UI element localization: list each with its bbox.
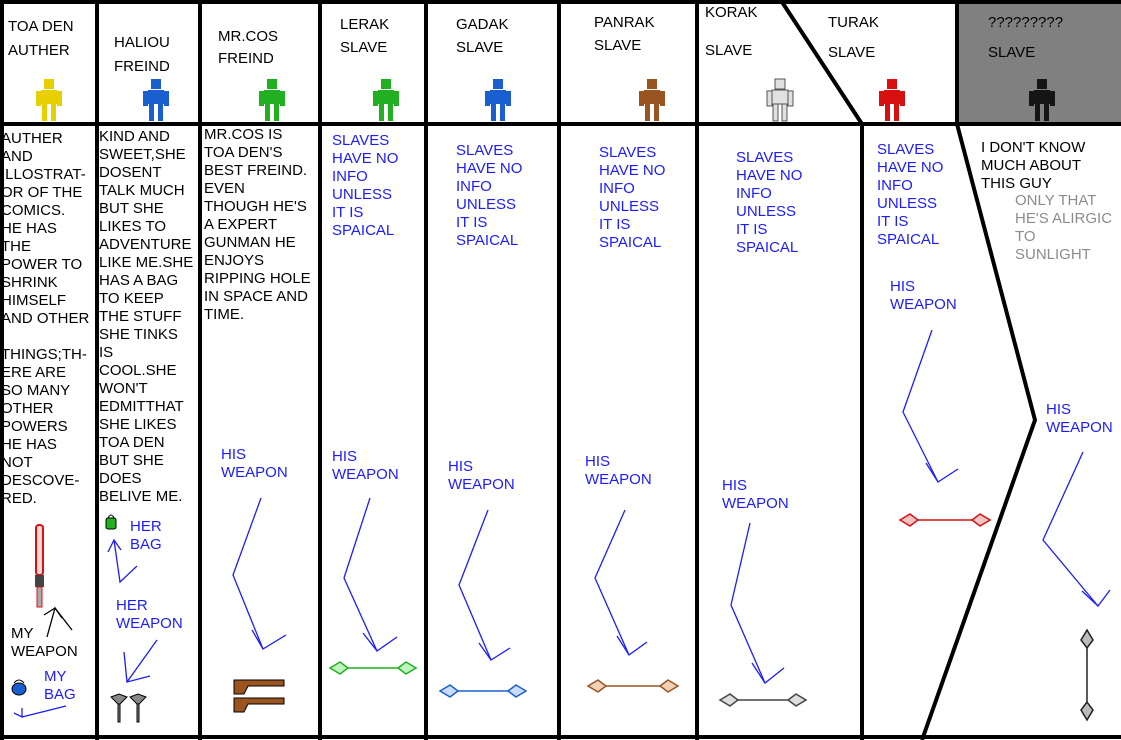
arrow-unknown — [1042, 451, 1111, 607]
arrow-lerak — [343, 497, 398, 652]
arrow-toa-den — [43, 606, 73, 638]
character-figure-toa-den — [36, 79, 62, 121]
info-haliou: KIND AND SWEET,SHE DOSENT TALK MUCH BUT … — [99, 128, 194, 505]
header-unknown: ????????? SLAVE — [988, 14, 1064, 61]
staff-weapon-lerak — [328, 661, 418, 675]
info-mr-cos: MR.COS IS TOA DEN'S BEST FREIND. EVEN TH… — [204, 126, 311, 323]
bag-item-toa-den — [11, 679, 27, 696]
staff-weapon-gadak — [438, 684, 528, 698]
arrow-panrak — [594, 509, 648, 656]
bag-label-haliou: HER BAG — [130, 518, 162, 553]
arrow-turak — [902, 329, 959, 483]
weapon-label-turak: HIS WEAPON — [890, 278, 957, 313]
arrow-korak — [730, 522, 785, 684]
header-toa-den: TOA DEN AUTHER — [8, 18, 74, 59]
figure-body — [36, 79, 62, 121]
lightsaber-weapon — [35, 524, 44, 608]
arrow-mr-cos — [232, 497, 287, 650]
arrow-toa-den-bag — [13, 705, 67, 719]
weapon-label-mr-cos: HIS WEAPON — [221, 446, 288, 481]
bag-label-toa-den: MY BAG — [44, 668, 76, 703]
arrow-haliou-weapon — [123, 639, 158, 683]
staff-weapon-unknown — [1080, 628, 1094, 722]
character-figure-lerak — [373, 79, 399, 121]
arrow-gadak — [458, 509, 511, 661]
info-toa-den: AUTHER AND ILLOSTRAT- OR OF THE COMICS. … — [1, 130, 90, 507]
weapon-label-unknown: HIS WEAPON — [1046, 401, 1113, 436]
character-figure-haliou — [143, 79, 169, 121]
info-lerak: SLAVES HAVE NO INFO UNLESS IT IS SPAICAL — [332, 132, 399, 239]
header-mr-cos: MR.COS FREIND — [218, 28, 278, 67]
info-korak: SLAVES HAVE NO INFO UNLESS IT IS SPAICAL — [736, 149, 803, 256]
character-figure-mr-cos — [259, 79, 285, 121]
info-unknown-extra: ONLY THAT HE'S ALIRGIC TO SUNLIGHT — [1015, 192, 1113, 263]
arrow-haliou-bag — [107, 538, 138, 584]
weapon-label-panrak: HIS WEAPON — [585, 453, 652, 488]
info-unknown: I DON'T KNOW MUCH ABOUT THIS GUY — [981, 139, 1086, 192]
character-figure-korak — [766, 78, 794, 122]
character-figure-panrak — [639, 79, 665, 121]
info-panrak: SLAVES HAVE NO INFO UNLESS IT IS SPAICAL — [599, 144, 666, 251]
info-gadak: SLAVES HAVE NO INFO UNLESS IT IS SPAICAL — [456, 142, 523, 249]
header-lerak: LERAK SLAVE — [340, 16, 390, 56]
header-turak: TURAK SLAVE — [828, 14, 879, 61]
staff-weapon-korak — [718, 693, 808, 707]
header-korak: KORAK SLAVE — [705, 4, 758, 59]
staff-weapon-turak — [898, 513, 992, 527]
info-turak: SLAVES HAVE NO INFO UNLESS IT IS SPAICAL — [877, 141, 944, 248]
weapon-label-haliou: HER WEAPON — [116, 597, 183, 632]
axes-weapon-haliou — [110, 693, 147, 723]
character-figure-gadak — [485, 79, 511, 121]
weapon-label-korak: HIS WEAPON — [722, 477, 789, 512]
character-figure-unknown — [1029, 79, 1055, 121]
staff-weapon-panrak — [586, 679, 680, 693]
character-figure-turak — [879, 79, 905, 121]
weapon-label-lerak: HIS WEAPON — [332, 448, 399, 483]
guns-weapon-mr-cos — [233, 679, 285, 713]
weapon-label-toa-den: MY WEAPON — [11, 625, 78, 660]
header-haliou: HALIOU FREIND — [114, 34, 170, 75]
weapon-label-gadak: HIS WEAPON — [448, 458, 515, 493]
header-panrak: PANRAK SLAVE — [594, 14, 655, 54]
bag-item-haliou — [105, 514, 117, 530]
header-gadak: GADAK SLAVE — [456, 16, 509, 56]
